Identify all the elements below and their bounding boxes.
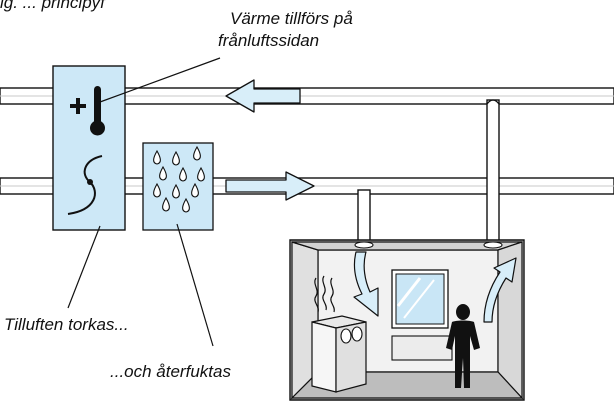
water-drops-icon: [153, 145, 205, 213]
label-heat-added: Värme tillförs på: [230, 9, 353, 28]
radiator: [391, 335, 453, 361]
person-icon: [446, 304, 480, 388]
room-supply-riser: [357, 189, 371, 243]
leader-lines: [67, 57, 221, 347]
exhaust-air-arrow: [483, 257, 517, 323]
label-supply-dried: Tilluften torkas...: [4, 315, 129, 334]
rotor-s-icon: [67, 155, 103, 215]
exhaust-flow-arrow: [225, 79, 301, 113]
label-heat-added-line2: frånluftssidan: [218, 31, 319, 50]
supply-flow-arrow: [225, 171, 315, 201]
dehumidifier-unit: [52, 65, 126, 231]
thermometer-plus-icon: [70, 86, 105, 136]
window: [391, 269, 449, 329]
steam-lines: [314, 275, 335, 313]
heading-partial: ig. ... principyf: [0, 0, 107, 12]
room-cutaway: [289, 239, 525, 401]
exhaust-vent: [483, 241, 503, 249]
supply-air-arrow: [353, 251, 379, 317]
tumble-dryer-icon: [311, 315, 367, 393]
supply-vent: [354, 241, 374, 249]
humidifier-unit: [142, 142, 214, 231]
label-rehumidified: ...och återfuktas: [110, 362, 231, 381]
room-exhaust-riser: [486, 99, 500, 243]
